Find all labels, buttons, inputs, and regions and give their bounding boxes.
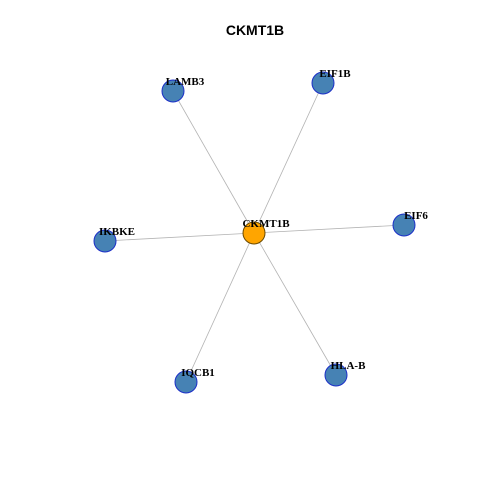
node-lamb3 [161,79,185,103]
node-label-eif1b: EIF1B [319,68,351,80]
node-ckmt1b [242,221,266,245]
node-label-lamb3: LAMB3 [166,76,205,88]
node-hla-b [324,363,348,387]
diagram-title: CKMT1B [226,22,284,38]
node-label-hla-b: HLA-B [331,360,367,372]
node-layer [93,71,416,394]
node-label-iqcb1: IQCB1 [181,367,215,379]
node-ikbke [93,229,117,253]
edge-ckmt1b-iqcb1 [185,232,255,383]
edge-layer [104,82,405,383]
node-label-ikbke: IKBKE [99,226,135,238]
node-label-eif6: EIF6 [404,210,428,222]
edge-ckmt1b-lamb3 [172,90,255,234]
node-eif1b [311,71,335,95]
edge-ckmt1b-ikbke [104,232,255,242]
node-label-ckmt1b: CKMT1B [242,218,290,230]
node-iqcb1 [174,370,198,394]
edge-ckmt1b-eif6 [253,224,405,234]
edge-ckmt1b-hla-b [253,232,337,376]
edge-ckmt1b-eif1b [253,82,324,234]
node-eif6 [392,213,416,237]
